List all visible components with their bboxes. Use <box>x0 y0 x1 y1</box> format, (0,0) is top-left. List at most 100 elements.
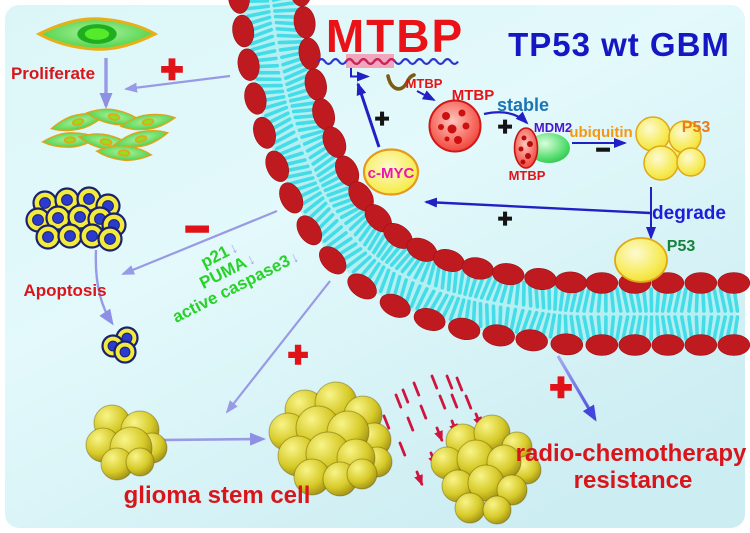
apoptotic-cell-nucleus <box>39 197 51 209</box>
membrane-lipid-tail <box>706 287 714 313</box>
radiation-dash <box>382 414 391 430</box>
parent-cell-nucleolus <box>84 28 110 40</box>
membrane-lipid-head <box>237 48 260 81</box>
membrane-lipid-tail <box>326 231 348 248</box>
membrane-lipid-tail <box>378 268 391 294</box>
membrane-lipid-tail <box>403 281 415 306</box>
membrane-lipid-tail <box>245 10 271 19</box>
radiation-dash <box>398 441 407 457</box>
membrane-lipid-head <box>550 333 584 356</box>
membrane-lipid-head <box>279 182 304 214</box>
membrane-lipid-head <box>684 272 718 294</box>
cmyc-to-gene-arrow <box>356 82 381 148</box>
membrane-lipid-head <box>379 293 411 318</box>
gene-segment <box>345 58 396 65</box>
radiation-beams <box>382 374 483 486</box>
mtbp-nascent-protein <box>386 73 416 91</box>
plus-sign-gene: + <box>375 105 390 133</box>
apoptotic-cell <box>45 205 71 231</box>
membrane-lipid-tail <box>371 231 388 255</box>
membrane-lipid-tail <box>415 287 429 311</box>
membrane-lipid-tail <box>297 124 324 133</box>
membrane-lipid-tail <box>520 309 532 335</box>
membrane-lipid-head <box>684 334 718 356</box>
mtbp-gene-unit <box>317 54 459 91</box>
membrane-to-resistance-arrow <box>556 355 597 422</box>
membrane-lipid-tail <box>712 287 721 313</box>
membrane-lipid-tail <box>344 208 366 226</box>
membrane-lipid-tail <box>282 61 308 74</box>
p53-degraded-label: P53 <box>667 238 696 255</box>
membrane-lipid-tail <box>339 204 363 220</box>
apoptotic-cell-remnant <box>101 326 139 364</box>
membrane-lipid-tail <box>452 267 459 294</box>
minus-sign-ubiquitin: − <box>596 136 611 164</box>
glioma-stem-cell-small-cluster <box>85 404 168 481</box>
membrane-lipid-tail <box>514 308 525 334</box>
apoptotic-cell <box>35 224 61 250</box>
membrane-lipid-tail <box>371 265 386 289</box>
p53-to-cmyc-arrow <box>424 197 651 215</box>
membrane-lipid-tail <box>272 130 296 145</box>
membrane-lipid-tail <box>421 289 436 313</box>
membrane-lipid-tail <box>329 191 354 203</box>
mtbp-protein-ball <box>428 99 482 153</box>
context-title: TP53 wt GBM <box>508 26 730 63</box>
membrane-lipid-tail <box>673 315 682 341</box>
membrane-lipid-tail <box>712 315 721 341</box>
membrane-to-proliferate-arrow <box>124 74 231 93</box>
apoptotic-cell-nucleus <box>86 230 98 242</box>
resistant-tumor-cluster <box>430 414 542 525</box>
radiation-dash <box>430 374 439 390</box>
membrane-lipid-tail <box>479 275 493 300</box>
membrane-lipid-tail <box>311 149 334 166</box>
membrane-lipid-head <box>265 150 290 182</box>
membrane-lipid-tail <box>641 287 648 313</box>
membrane-lipid-tail <box>509 307 518 333</box>
membrane-lipid-tail <box>244 4 271 11</box>
tumor-cell <box>482 495 512 525</box>
membrane-lipid-tail <box>299 191 322 207</box>
proliferate-label: Proliferate <box>11 64 95 83</box>
membrane-lipid-tail <box>582 315 591 341</box>
apoptosis-arrow <box>94 249 114 326</box>
minus-sign-apoptosis: − <box>185 205 210 252</box>
membrane-lipid-tail <box>313 154 336 172</box>
apoptotic-cell-nucleus <box>83 193 95 205</box>
mdm2-label: MDM2 <box>534 120 572 135</box>
membrane-lipid-tail <box>575 315 584 341</box>
membrane-lipid-tail <box>441 295 455 320</box>
apoptotic-cell <box>97 226 123 252</box>
plus-sign-stable: + <box>498 113 513 141</box>
membrane-to-stemcell-arrow <box>225 280 331 414</box>
mdm2-mtbp-complex <box>513 127 570 169</box>
membrane-lipid-tail <box>323 179 348 193</box>
membrane-lipid-tail <box>367 227 383 251</box>
apoptotic-cell-nucleus <box>104 233 116 245</box>
membrane-lipid-tail <box>621 315 630 341</box>
membrane-lipid-tail <box>251 49 277 58</box>
membrane-lipid-head <box>482 324 515 347</box>
apoptotic-cell <box>113 340 137 364</box>
membrane-lipid-head <box>253 116 276 149</box>
membrane-lipid-head <box>319 246 347 275</box>
membrane-lipid-tail <box>641 315 648 341</box>
glioma-stem-cell-large-cluster <box>268 381 393 497</box>
membrane-lipid-head <box>228 0 250 14</box>
apoptotic-cell <box>57 223 83 249</box>
membrane-lipid-tail <box>615 287 623 313</box>
stable-label: stable <box>497 95 549 115</box>
ubiquitin-label: ubiquitin <box>569 124 632 141</box>
membrane-lipid-tail <box>456 298 466 324</box>
membrane-lipid-tail <box>589 287 597 313</box>
apoptotic-cell-nucleus <box>74 211 86 223</box>
glioma-stem-cell-label: glioma stem cell <box>124 482 311 509</box>
membrane-band <box>241 0 736 343</box>
apoptosis-label: Apoptosis <box>23 281 106 300</box>
apoptotic-cell-nucleus <box>64 230 76 242</box>
membrane-lipid-tail <box>527 281 533 308</box>
membrane-lipid-tail <box>283 164 310 173</box>
membrane-lipid-tail <box>283 67 309 80</box>
membrane-lipid-head <box>651 334 685 356</box>
membrane-lipid-tail <box>289 94 315 103</box>
